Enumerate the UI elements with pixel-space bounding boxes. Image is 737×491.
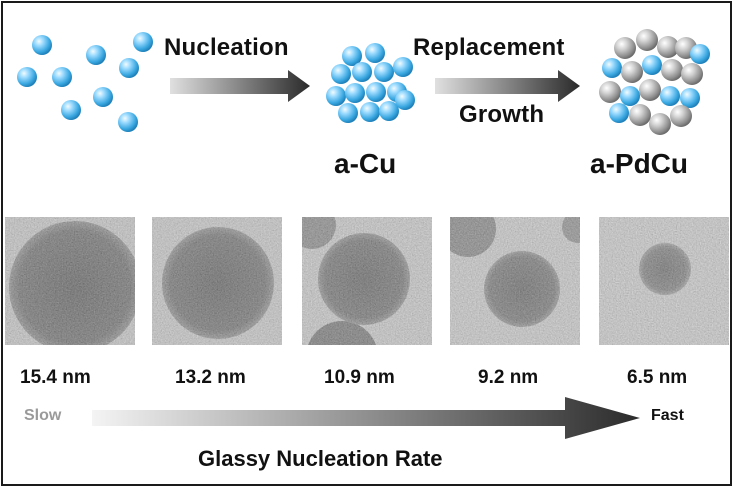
cu-atom bbox=[32, 35, 52, 55]
tem-image-15-4nm bbox=[5, 217, 135, 345]
replacement-growth-arrow bbox=[435, 70, 580, 102]
size-label-9-2nm: 9.2 nm bbox=[478, 367, 539, 388]
replacement-label: Replacement bbox=[413, 34, 565, 61]
nucleation-label: Nucleation bbox=[164, 34, 289, 61]
cu-atom bbox=[118, 112, 138, 132]
growth-label: Growth bbox=[459, 101, 545, 128]
cu-atom bbox=[86, 45, 106, 65]
size-label-13-2nm: 13.2 nm bbox=[175, 367, 246, 388]
rate-axis-title: Glassy Nucleation Rate bbox=[198, 446, 443, 471]
size-label-15-4nm: 15.4 nm bbox=[20, 367, 91, 388]
slow-label: Slow bbox=[24, 407, 62, 424]
cu-atom bbox=[93, 87, 113, 107]
fast-label: Fast bbox=[651, 407, 684, 424]
rate-arrow bbox=[92, 397, 640, 439]
size-label-10-9nm: 10.9 nm bbox=[324, 367, 395, 388]
tem-image-13-2nm bbox=[152, 217, 282, 345]
cu-atom bbox=[61, 100, 81, 120]
a-cu-cluster bbox=[326, 43, 415, 123]
cu-atom bbox=[52, 67, 72, 87]
a-pdcu-cluster bbox=[599, 29, 710, 135]
cu-atom bbox=[17, 67, 37, 87]
cu-atom bbox=[119, 58, 139, 78]
scattered-cu-atoms bbox=[17, 32, 153, 132]
size-label-6-5nm: 6.5 nm bbox=[627, 367, 688, 388]
tem-image-10-9nm bbox=[302, 217, 432, 345]
tem-image-6-5nm bbox=[599, 217, 729, 345]
product-a-cu: a-Cu bbox=[334, 148, 397, 179]
cu-atom bbox=[133, 32, 153, 52]
nucleation-arrow bbox=[170, 70, 310, 102]
tem-image-9-2nm bbox=[450, 217, 580, 345]
product-a-pdcu: a-PdCu bbox=[590, 148, 688, 179]
